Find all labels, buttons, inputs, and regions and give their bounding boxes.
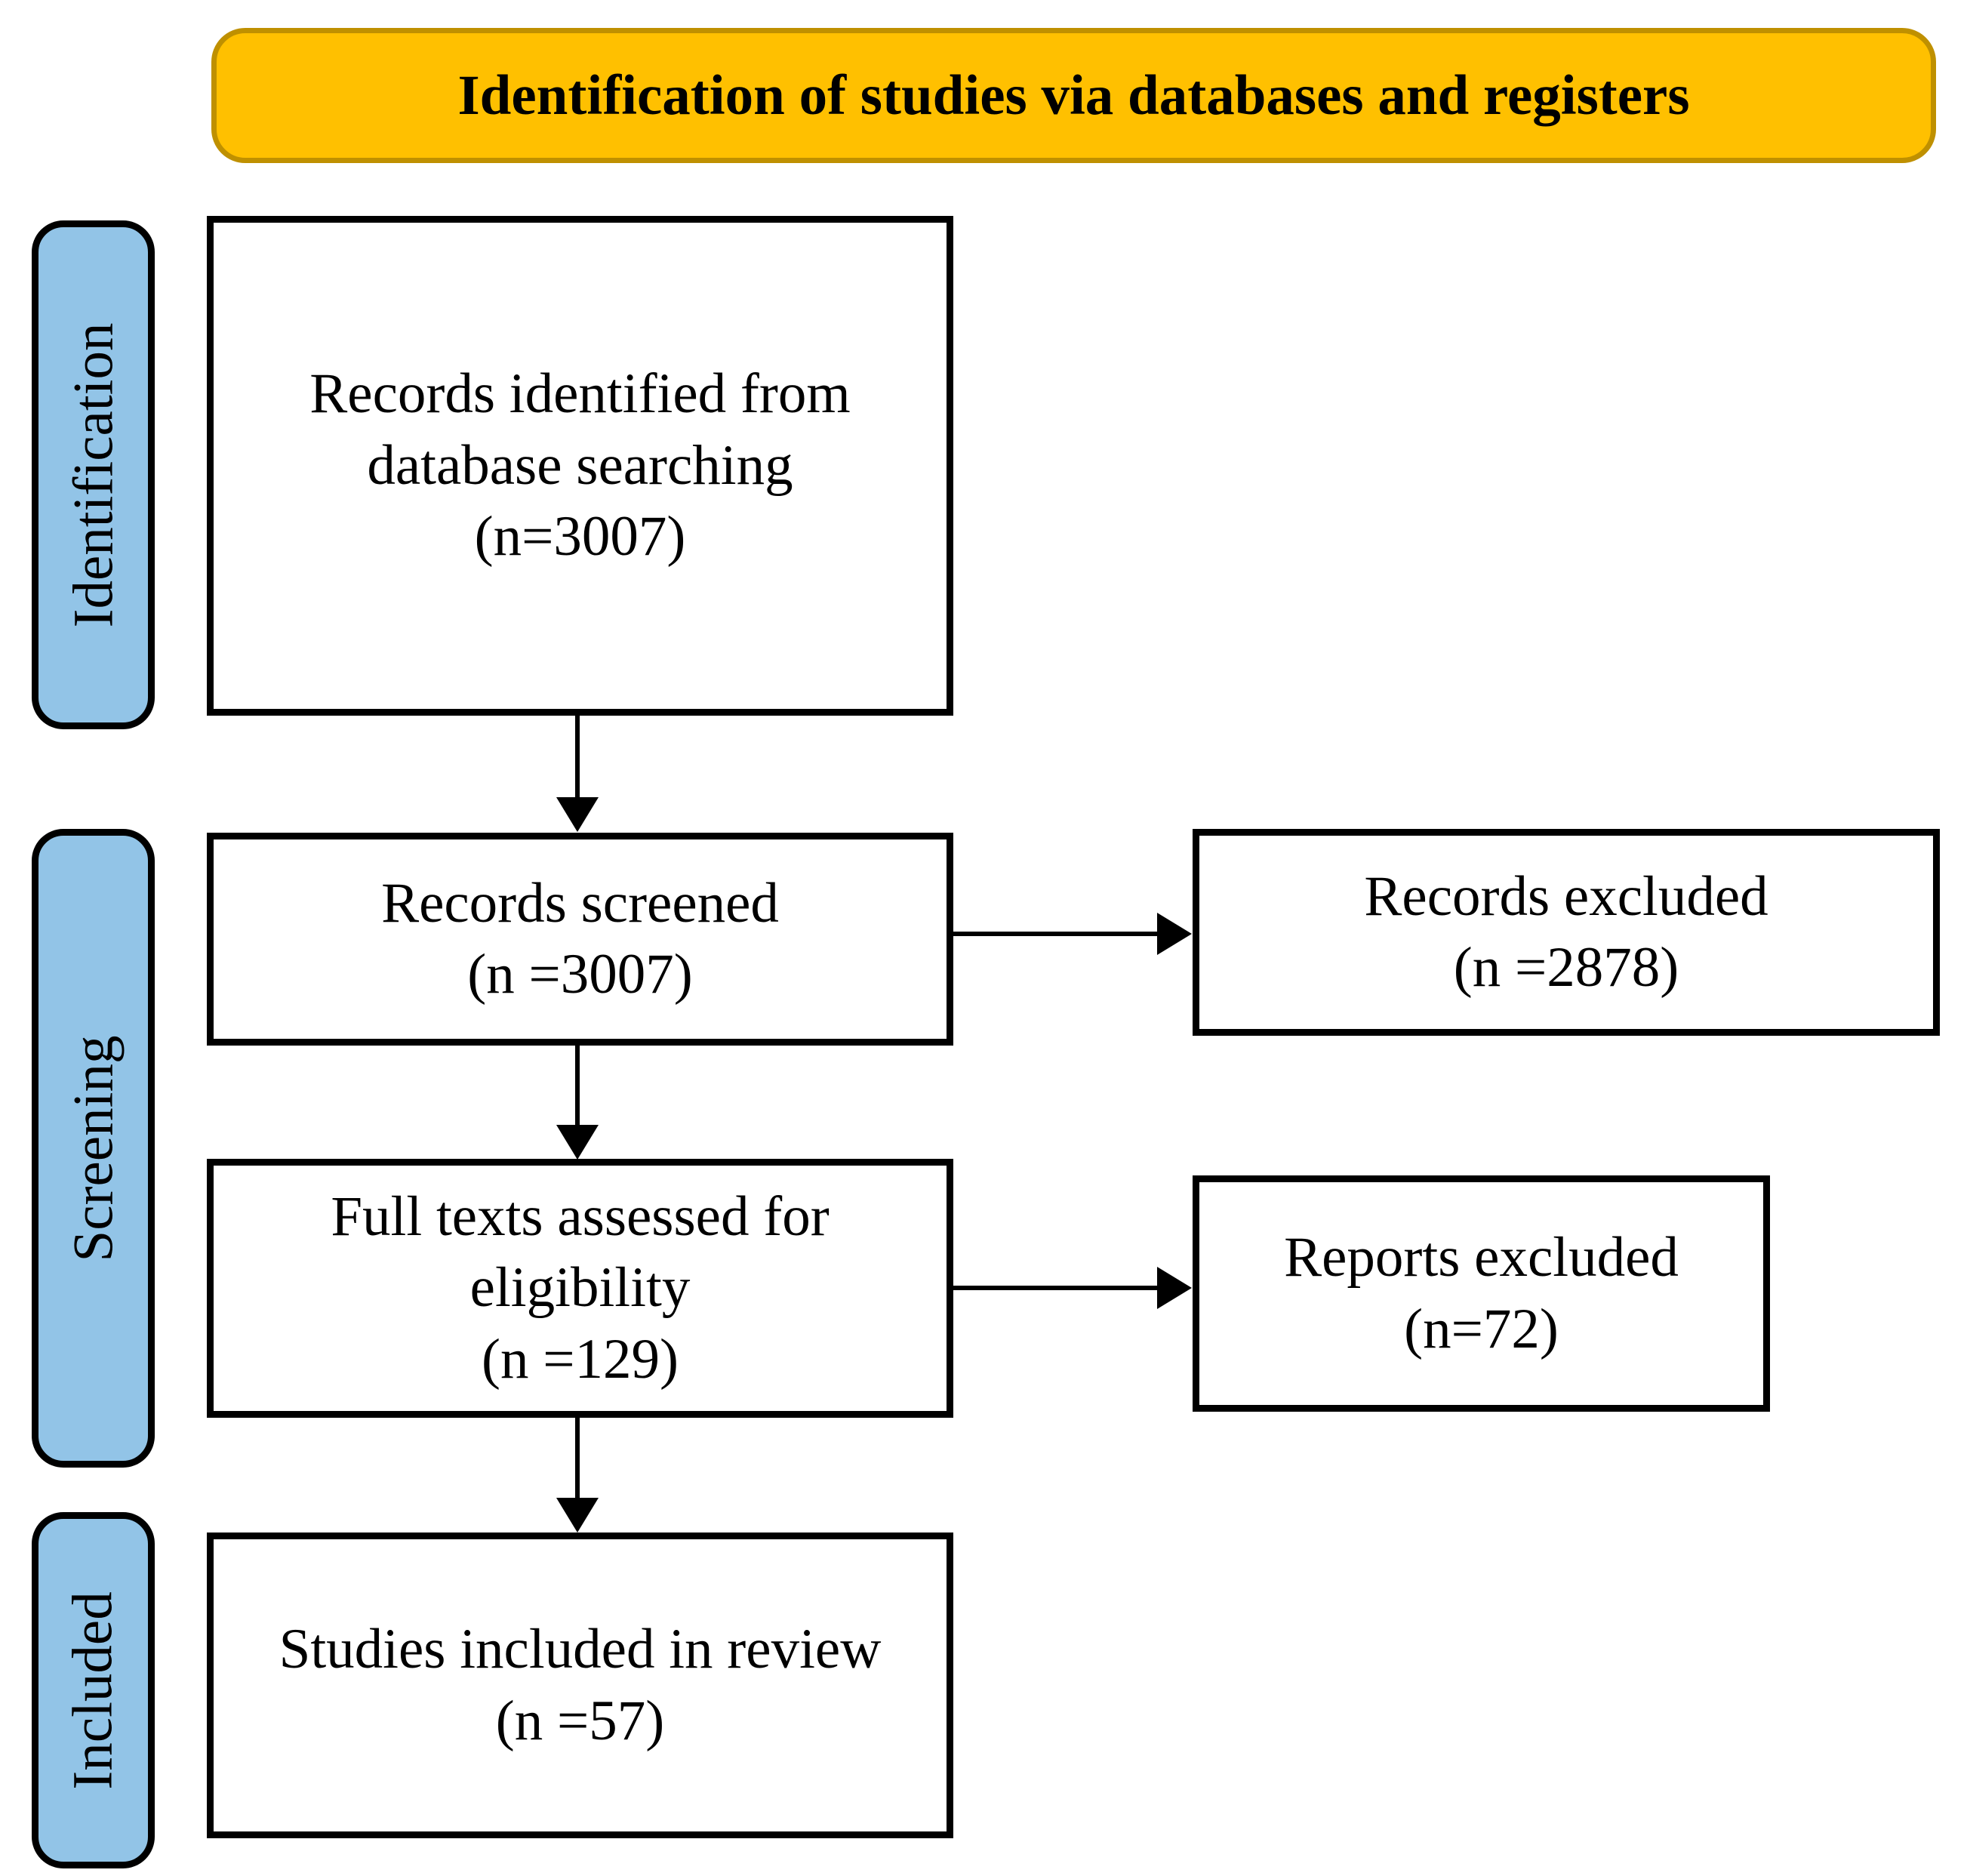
right-arrow-2-head-icon xyxy=(1157,1267,1192,1309)
full-texts-count: (n =129) xyxy=(482,1327,679,1391)
studies-included-box: Studies included in review (n =57) xyxy=(207,1533,953,1838)
full-texts-line2: eligibility xyxy=(469,1256,691,1320)
reports-excluded-box: Reports excluded (n=72) xyxy=(1193,1175,1770,1412)
stage-label-identification: Identification xyxy=(62,322,125,628)
down-arrow-1-head-icon xyxy=(556,797,599,832)
right-arrow-1-head-icon xyxy=(1157,913,1192,955)
down-arrow-2-head-icon xyxy=(556,1125,599,1160)
records-identified-line1: Records identified from xyxy=(309,362,851,426)
stage-label-screening: Screening xyxy=(62,1035,125,1261)
records-screened-box: Records screened (n =3007) xyxy=(207,833,953,1046)
records-identified-count: (n=3007) xyxy=(474,505,686,568)
records-identified-line2: database searching xyxy=(367,433,793,497)
right-arrow-1-stem xyxy=(953,932,1159,936)
stage-label-included: Included xyxy=(62,1591,125,1790)
reports-excluded-line1: Reports excluded xyxy=(1284,1226,1679,1289)
studies-included-line1: Studies included in review xyxy=(279,1618,882,1680)
down-arrow-3-stem xyxy=(575,1418,580,1499)
down-arrow-1-stem xyxy=(575,716,580,799)
records-screened-count: (n =3007) xyxy=(467,943,693,1006)
banner-title: Identification of studies via databases … xyxy=(211,28,1936,163)
down-arrow-2-stem xyxy=(575,1046,580,1126)
stage-rail-included: Included xyxy=(32,1512,155,1868)
full-texts-line1: Full texts assessed for xyxy=(331,1184,830,1248)
records-excluded-count: (n =2878) xyxy=(1453,936,1679,999)
records-identified-box: Records identified from database searchi… xyxy=(207,216,953,716)
records-screened-line1: Records screened xyxy=(381,871,779,935)
stage-rail-identification: Identification xyxy=(32,220,155,729)
down-arrow-3-head-icon xyxy=(556,1498,599,1533)
studies-included-count: (n =57) xyxy=(495,1689,665,1752)
records-excluded-line1: Records excluded xyxy=(1364,864,1768,928)
records-excluded-box: Records excluded (n =2878) xyxy=(1193,829,1940,1036)
reports-excluded-count: (n=72) xyxy=(1404,1297,1559,1360)
right-arrow-2-stem xyxy=(953,1286,1159,1290)
stage-rail-screening: Screening xyxy=(32,829,155,1468)
full-texts-box: Full texts assessed for eligibility (n =… xyxy=(207,1159,953,1418)
